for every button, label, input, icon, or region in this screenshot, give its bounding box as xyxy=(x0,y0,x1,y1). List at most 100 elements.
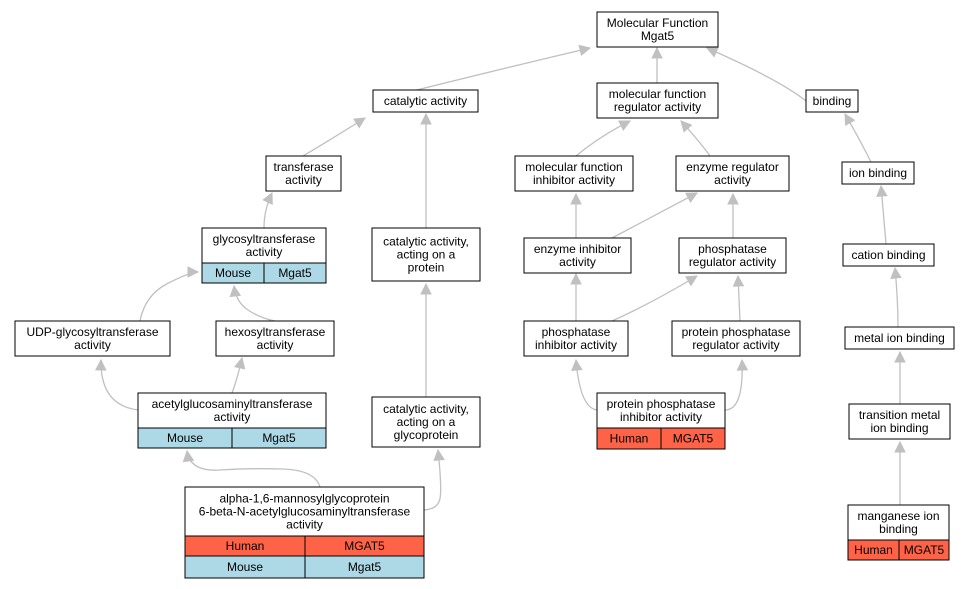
arrowhead-icon xyxy=(229,284,242,298)
term-label: UDP-glycosyltransferase xyxy=(26,325,158,339)
edge-arrow xyxy=(570,272,582,321)
arrowhead-icon xyxy=(705,46,719,58)
edge-line xyxy=(423,449,442,511)
edge-arrow xyxy=(139,266,200,322)
term-label: binding xyxy=(879,522,918,536)
edge-arrow xyxy=(420,112,432,228)
arrowhead-icon xyxy=(890,266,902,279)
term-label: acting on a xyxy=(397,248,456,262)
term-label: protein phosphatase xyxy=(682,325,791,339)
edge-arrow xyxy=(231,356,246,394)
term-box xyxy=(671,320,801,357)
arrowhead-icon xyxy=(876,184,888,197)
term-label: molecular function xyxy=(609,87,706,101)
edge-arrow xyxy=(894,350,906,404)
arrowhead-icon xyxy=(727,192,739,205)
term-box xyxy=(844,326,955,350)
term-label: activity xyxy=(286,518,323,532)
arrowhead-icon xyxy=(94,358,107,371)
edge-line xyxy=(706,47,807,102)
arrowhead-icon xyxy=(894,350,906,363)
go-term-metal-ion-binding[interactable]: metal ion binding xyxy=(844,326,955,350)
gene-cell xyxy=(898,539,950,561)
arrowhead-icon xyxy=(420,282,432,295)
go-term-catalytic-glycoprotein[interactable]: catalytic activity,acting on aglycoprote… xyxy=(371,396,481,448)
term-label: inhibitor activity xyxy=(620,410,702,424)
term-label: ion binding xyxy=(849,166,907,180)
go-term-ion-binding[interactable]: ion binding xyxy=(841,161,915,185)
edge-arrow xyxy=(420,282,432,397)
term-box xyxy=(372,89,479,113)
term-label: metal ion binding xyxy=(854,331,945,345)
term-box xyxy=(523,237,632,274)
gene-cell xyxy=(263,262,327,284)
go-term-binding[interactable]: binding xyxy=(805,89,859,113)
edge-arrow xyxy=(182,449,321,488)
term-label: inhibitor activity xyxy=(533,173,615,187)
term-label: activity xyxy=(285,173,322,187)
term-box xyxy=(596,392,726,429)
edge-arrow xyxy=(571,358,598,411)
gene-label: Mgat5 xyxy=(278,266,312,280)
edge-arrow xyxy=(724,358,749,411)
arrowhead-icon xyxy=(618,120,631,131)
term-box xyxy=(841,161,915,185)
go-term-cation-binding[interactable]: cation binding xyxy=(842,243,935,267)
term-label: binding xyxy=(813,94,852,108)
gene-label: MGAT5 xyxy=(344,539,385,553)
term-label: acetylglucosaminyltransferase xyxy=(152,397,313,411)
term-label: protein phosphatase xyxy=(607,397,716,411)
arrowhead-icon xyxy=(234,356,246,370)
term-label: regulator activity xyxy=(689,255,776,269)
term-label: activity xyxy=(257,338,294,352)
term-label: activity xyxy=(714,173,751,187)
term-label: glycoprotein xyxy=(394,428,459,442)
edge-arrow xyxy=(890,266,902,328)
gene-cell xyxy=(231,427,327,449)
arrowhead-icon xyxy=(182,449,195,463)
go-term-alpha16[interactable]: alpha-1,6-mannosylglycoprotein6-beta-N-a… xyxy=(184,486,425,537)
arrowhead-icon xyxy=(420,112,432,125)
edge-arrow xyxy=(262,191,273,229)
term-label: cation binding xyxy=(851,248,925,262)
term-label: regulator activity xyxy=(692,338,779,352)
term-label: molecular function xyxy=(525,160,622,174)
edge-line xyxy=(611,275,698,322)
go-term-catalytic-activity[interactable]: catalytic activity xyxy=(372,89,479,113)
term-label: regulator activity xyxy=(614,100,701,114)
edge-line xyxy=(100,359,139,411)
term-box xyxy=(596,82,719,119)
gene-label: Mgat5 xyxy=(348,560,382,574)
arrowhead-icon xyxy=(844,113,856,126)
term-label: transferase xyxy=(273,160,333,174)
term-label: Mgat5 xyxy=(641,29,675,43)
term-label: catalytic activity, xyxy=(383,235,469,249)
term-box xyxy=(675,155,790,192)
edge-arrow xyxy=(611,275,698,322)
term-box xyxy=(678,237,787,274)
term-box xyxy=(137,392,327,429)
term-box xyxy=(371,396,481,448)
edge-arrow xyxy=(302,117,366,157)
